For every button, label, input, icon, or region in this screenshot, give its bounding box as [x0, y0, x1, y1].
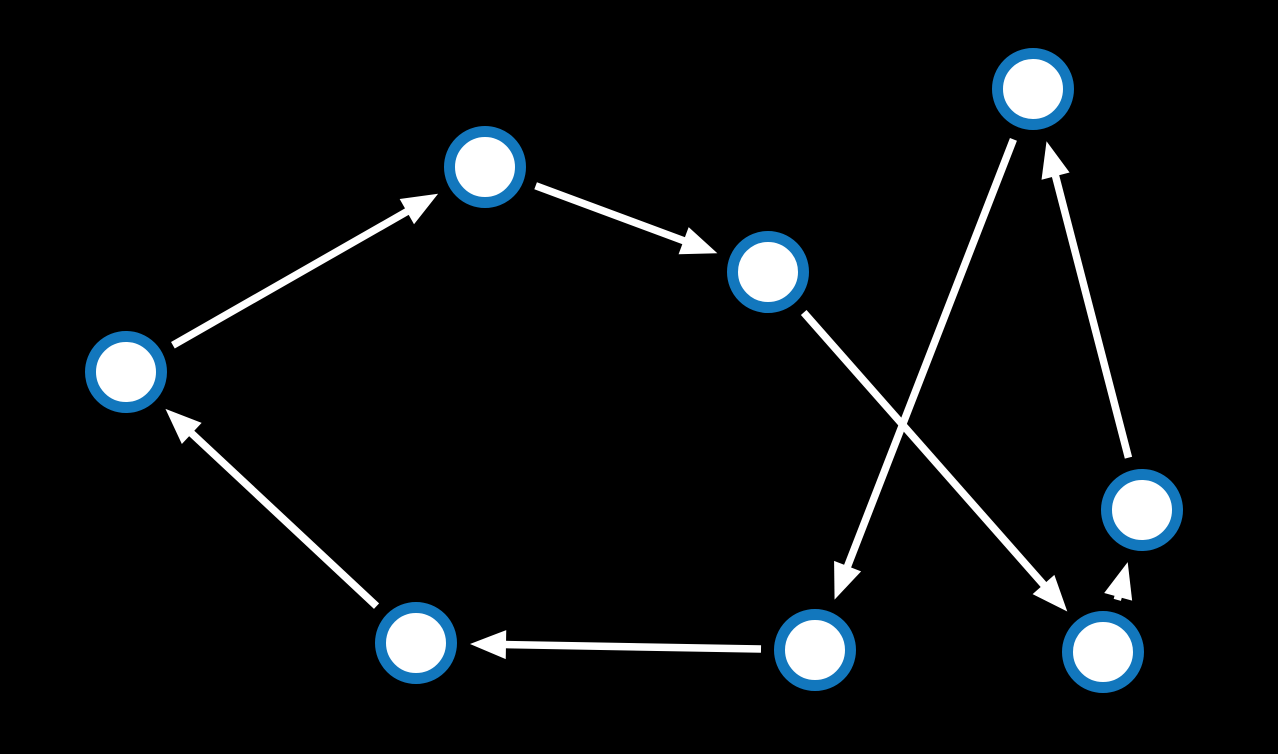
- graph-node-lower-middle: [774, 609, 856, 691]
- edge-shaft-lower-middle-to-lower-left: [503, 640, 762, 653]
- graph-node-lower-left: [375, 602, 457, 684]
- edge-shaft-right-to-top-right: [1051, 173, 1133, 459]
- edge-arrowhead-upper-left-to-middle: [678, 227, 718, 255]
- edge-shaft-top-right-to-lower-middle: [843, 137, 1017, 570]
- edge-shaft-upper-left-to-middle: [534, 182, 687, 245]
- graph-node-top-right: [992, 48, 1074, 130]
- edge-shaft-middle-to-lower-right: [800, 310, 1048, 589]
- edge-arrowhead-lower-right-to-right: [1104, 562, 1133, 601]
- graph-node-lower-right: [1062, 611, 1144, 693]
- edge-arrowhead-lower-middle-to-lower-left: [469, 630, 507, 660]
- edge-shaft-lower-left-to-left: [187, 429, 380, 609]
- graph-node-upper-left: [444, 126, 526, 208]
- graph-node-left: [85, 331, 167, 413]
- edge-arrowhead-lower-left-to-left: [165, 408, 202, 445]
- edge-arrowhead-top-right-to-lower-middle: [834, 560, 862, 600]
- edge-arrowhead-left-to-upper-left: [399, 193, 439, 225]
- graph-node-right: [1101, 469, 1183, 551]
- edge-arrowhead-middle-to-lower-right: [1032, 574, 1068, 612]
- edge-arrowhead-right-to-top-right: [1041, 141, 1070, 180]
- graph-node-middle: [727, 231, 809, 313]
- edge-shaft-left-to-upper-left: [171, 207, 411, 349]
